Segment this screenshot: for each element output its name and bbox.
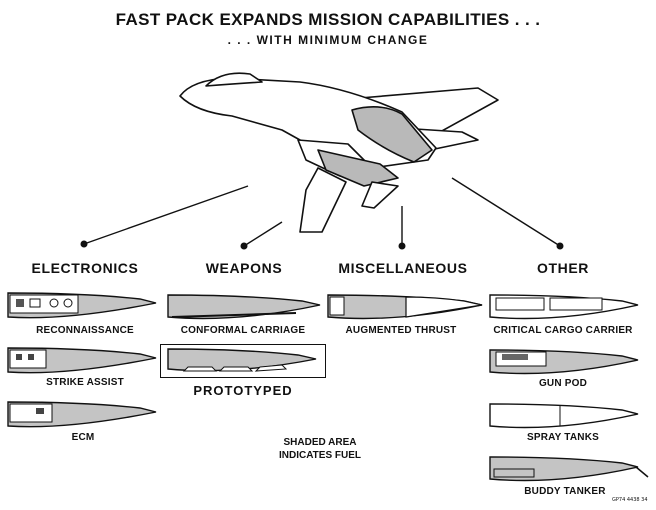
label-strike-assist: STRIKE ASSIST (46, 377, 124, 388)
category-other: OTHER (537, 260, 589, 276)
fuel-note-line2: INDICATES FUEL (278, 450, 362, 461)
pod-conformal-carriage (167, 294, 321, 320)
label-ecm: ECM (71, 432, 95, 443)
label-spray-tanks: SPRAY TANKS (526, 432, 600, 443)
pod-strike-assist (7, 347, 157, 374)
label-critical-cargo-carrier: CRITICAL CARGO CARRIER (493, 325, 633, 336)
label-gun-pod: GUN POD (538, 378, 588, 389)
pod-buddy-tanker (489, 456, 649, 482)
pod-augmented-thrust (327, 294, 483, 320)
label-prototyped: PROTOTYPED (193, 383, 293, 398)
pod-prototyped (167, 348, 317, 372)
category-weapons: WEAPONS (205, 260, 283, 276)
fuel-note-line1: SHADED AREA (283, 437, 357, 448)
label-reconnaissance: RECONNAISSANCE (36, 325, 134, 336)
pod-critical-cargo-carrier (489, 294, 639, 320)
pod-gun-pod (489, 349, 639, 375)
prototyped-frame (160, 344, 326, 378)
pod-ecm (7, 401, 157, 428)
pod-spray-tanks (489, 403, 639, 429)
figure-title: FAST PACK EXPANDS MISSION CAPABILITIES .… (115, 10, 541, 29)
figure-subtitle: . . . WITH MINIMUM CHANGE (227, 33, 429, 47)
figure-code: GP74 4438 34 (612, 497, 648, 503)
pod-reconnaissance (7, 292, 157, 319)
label-augmented-thrust: AUGMENTED THRUST (345, 325, 457, 336)
label-conformal-carriage: CONFORMAL CARRIAGE (180, 325, 306, 336)
category-miscellaneous: MISCELLANEOUS (338, 260, 468, 276)
category-electronics: ELECTRONICS (31, 260, 139, 276)
fuel-note: SHADED AREA INDICATES FUEL (250, 436, 390, 462)
aircraft-illustration (80, 72, 564, 250)
label-buddy-tanker: BUDDY TANKER (524, 486, 606, 497)
